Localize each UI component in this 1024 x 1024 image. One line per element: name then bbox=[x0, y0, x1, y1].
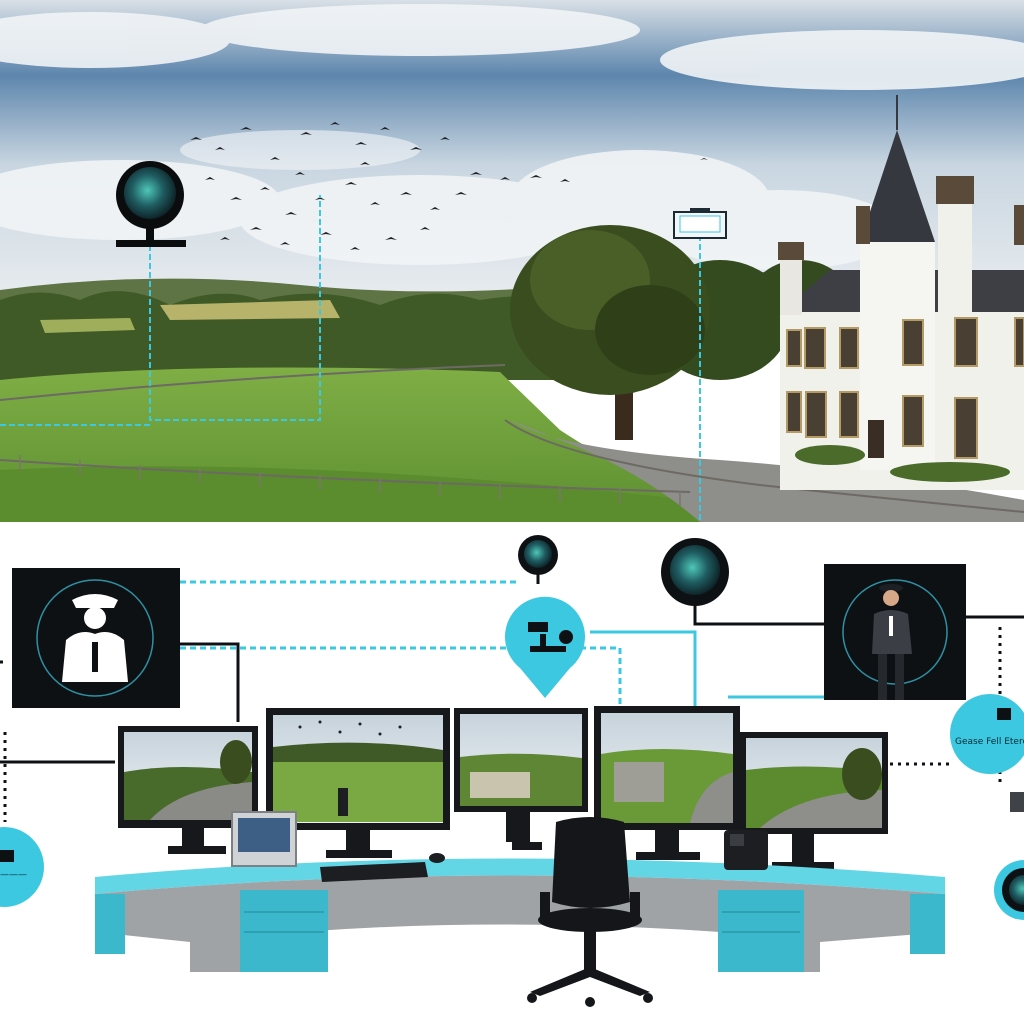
side-badge: Gease Fell Etere bbox=[950, 694, 1024, 774]
office-chair-icon bbox=[527, 817, 653, 1007]
monitor bbox=[266, 708, 450, 858]
security-guard-panel bbox=[12, 568, 180, 708]
security-guard-icon bbox=[872, 584, 912, 700]
monitor bbox=[118, 726, 258, 854]
monitor bbox=[454, 708, 588, 850]
security-camera-icon bbox=[673, 208, 727, 239]
control-desk bbox=[95, 858, 945, 972]
security-guard-panel bbox=[824, 564, 966, 700]
security-camera-icon bbox=[661, 538, 729, 606]
manor-house bbox=[778, 95, 1024, 490]
security-camera-icon bbox=[116, 161, 186, 247]
location-pin-icon bbox=[504, 596, 586, 698]
road bbox=[510, 420, 1024, 522]
side-badge-text: Gease Fell Etere bbox=[955, 737, 1024, 747]
control-room: Gease Fell Etere ——— bbox=[0, 535, 1024, 1007]
surveillance-lines bbox=[0, 195, 701, 522]
telephone-icon bbox=[724, 830, 768, 870]
security-guard-icon bbox=[62, 594, 128, 682]
small-terminal bbox=[231, 811, 297, 867]
keyboard bbox=[320, 862, 428, 882]
bird-flock bbox=[190, 122, 708, 250]
small-badge-text: ——— bbox=[0, 870, 27, 880]
security-camera-icon bbox=[518, 535, 558, 575]
computer-mouse-icon bbox=[429, 853, 445, 863]
security-camera-icon bbox=[994, 860, 1024, 920]
oak-tree bbox=[510, 225, 710, 440]
far-fields bbox=[160, 300, 340, 320]
fence bbox=[0, 364, 1024, 513]
monitor bbox=[740, 732, 888, 870]
monitor-wall bbox=[118, 706, 888, 870]
side-badge: ——— bbox=[0, 827, 44, 907]
landscape-scene bbox=[0, 0, 1024, 522]
monitor bbox=[594, 706, 740, 860]
